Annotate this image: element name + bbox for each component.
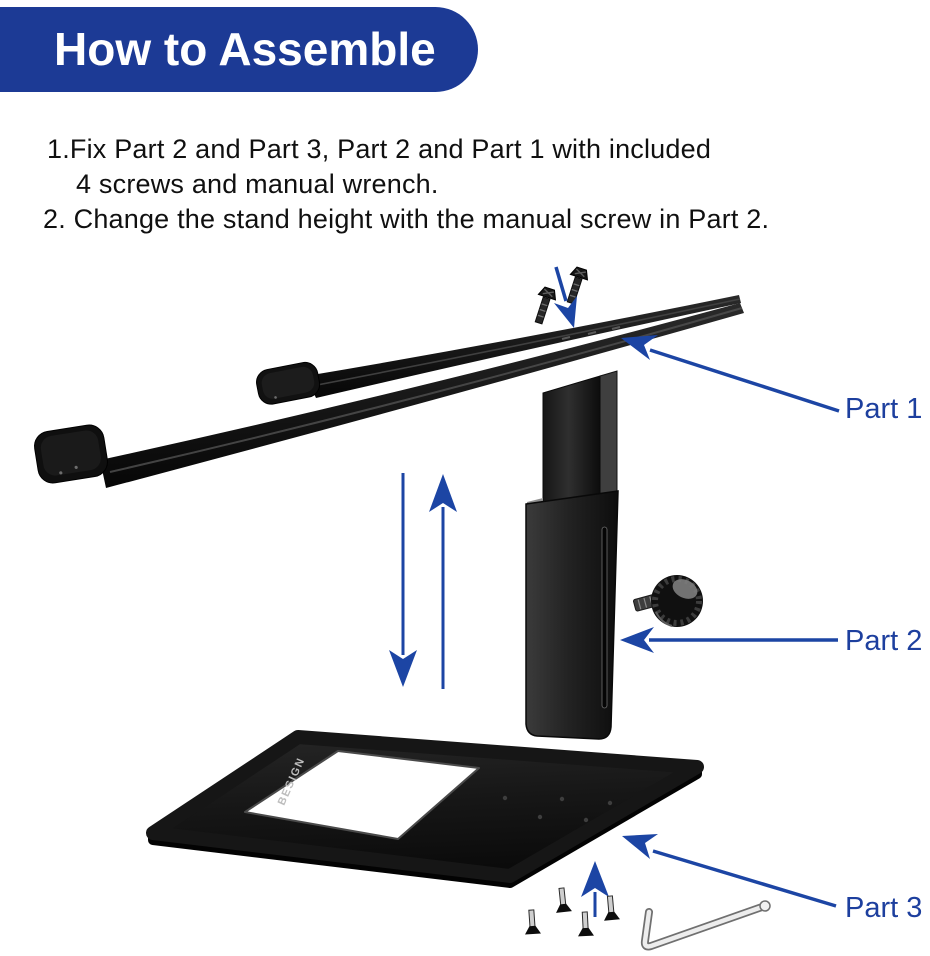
base-plate-cutout	[244, 750, 480, 840]
base-screw-arrow	[581, 861, 609, 917]
base-plate-screw-holes	[502, 795, 613, 823]
screw-direction-arrow	[554, 266, 577, 328]
part1-label: Part 1	[845, 393, 923, 425]
platform-screws	[534, 266, 589, 325]
laptop-platform	[34, 295, 744, 488]
base-plate: BESIGN	[146, 730, 704, 888]
instruction-step-1-line-1: 1.Fix Part 2 and Part 3, Part 2 and Part…	[47, 134, 712, 164]
part3-leader-arrow	[622, 834, 837, 908]
platform-back-rail	[306, 295, 741, 398]
screw-icon	[578, 911, 594, 937]
header-banner: How to Assemble	[0, 7, 478, 92]
height-down-arrow	[389, 473, 417, 687]
column-sleeve	[525, 490, 619, 740]
page-title: How to Assemble	[54, 23, 436, 75]
screw-icon	[534, 286, 557, 325]
column-inner-tube-side	[599, 370, 618, 511]
instruction-step-1-line-2: 4 screws and manual wrench.	[76, 169, 439, 199]
platform-screw-holes	[561, 326, 621, 340]
column-inner-tube	[542, 375, 601, 511]
column-slot	[601, 526, 608, 709]
screw-icon	[556, 887, 572, 913]
platform-lip-right	[256, 361, 321, 405]
platform-back-rail-groove	[311, 298, 741, 387]
base-screws	[525, 887, 620, 937]
screw-icon	[604, 895, 620, 921]
hex-wrench-icon	[640, 900, 771, 951]
part3-label: Part 3	[845, 892, 923, 924]
platform-lip-left	[34, 424, 108, 484]
instruction-step-2: 2. Change the stand height with the manu…	[43, 204, 770, 234]
screw-icon	[525, 909, 541, 935]
part1-leader-arrow	[621, 335, 840, 413]
part2-leader-arrow	[620, 627, 838, 653]
thumb-screw	[633, 575, 703, 627]
part2-label: Part 2	[845, 625, 923, 657]
height-adjust-column	[525, 370, 619, 740]
platform-front-rail-groove	[109, 307, 743, 473]
height-up-arrow	[429, 474, 457, 689]
screw-icon	[566, 266, 589, 305]
